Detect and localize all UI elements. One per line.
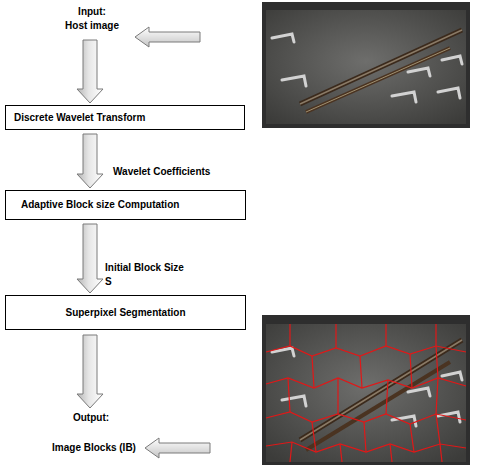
host-photo (262, 2, 470, 128)
segmented-photo (262, 315, 470, 465)
flow-arrow (77, 134, 103, 188)
process-box: Superpixel Segmentation (5, 295, 246, 330)
block-arrow (135, 27, 200, 47)
arrow-label: Initial Block Size S (104, 261, 190, 288)
io-label: Output: (73, 412, 109, 424)
block-arrow (77, 40, 103, 103)
box-label: Superpixel Segmentation (65, 307, 185, 319)
block-arrow (145, 438, 210, 458)
io-label: Input: (78, 6, 106, 18)
process-box: Discrete Wavelet Transform (5, 105, 245, 130)
arrow-label: Wavelet Coefficients (112, 165, 211, 179)
io-label: Image Blocks (IB) (52, 442, 136, 454)
flow-arrow (77, 224, 103, 293)
process-box: Adaptive Block size Computation (5, 190, 246, 220)
box-label: Discrete Wavelet Transform (14, 112, 145, 124)
box-label: Adaptive Block size Computation (21, 199, 179, 211)
io-label: Host image (65, 20, 119, 32)
block-arrow (77, 335, 103, 408)
